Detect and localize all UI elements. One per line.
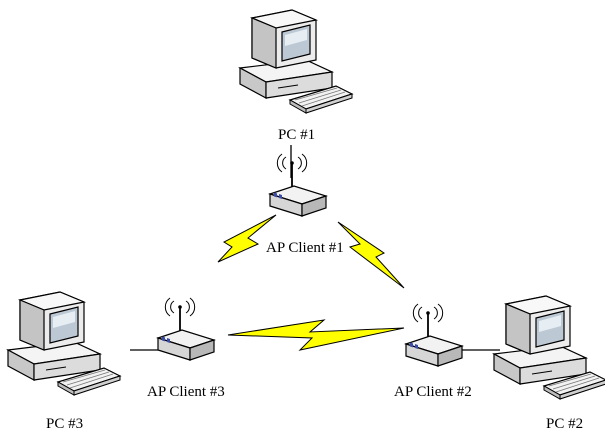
ap2-label: AP Client #2 bbox=[394, 384, 472, 400]
wireless-link-ap2-ap3 bbox=[227, 319, 405, 351]
pc2-computer-icon bbox=[493, 295, 605, 400]
pc2-label: PC #2 bbox=[546, 416, 584, 432]
pc1-label: PC #1 bbox=[278, 127, 316, 143]
ap3-access-point-icon bbox=[157, 297, 215, 361]
ap1-label: AP Client #1 bbox=[266, 240, 344, 256]
pc1-computer-icon bbox=[239, 9, 353, 114]
pc3-label: PC #3 bbox=[46, 416, 84, 432]
ap1-access-point-icon bbox=[269, 153, 327, 217]
ap3-label: AP Client #3 bbox=[147, 384, 225, 400]
wireless-link-ap1-ap2 bbox=[337, 221, 405, 289]
wireless-link-ap1-ap3 bbox=[217, 214, 277, 263]
pc3-computer-icon bbox=[7, 291, 121, 396]
ap2-access-point-icon bbox=[405, 303, 463, 367]
